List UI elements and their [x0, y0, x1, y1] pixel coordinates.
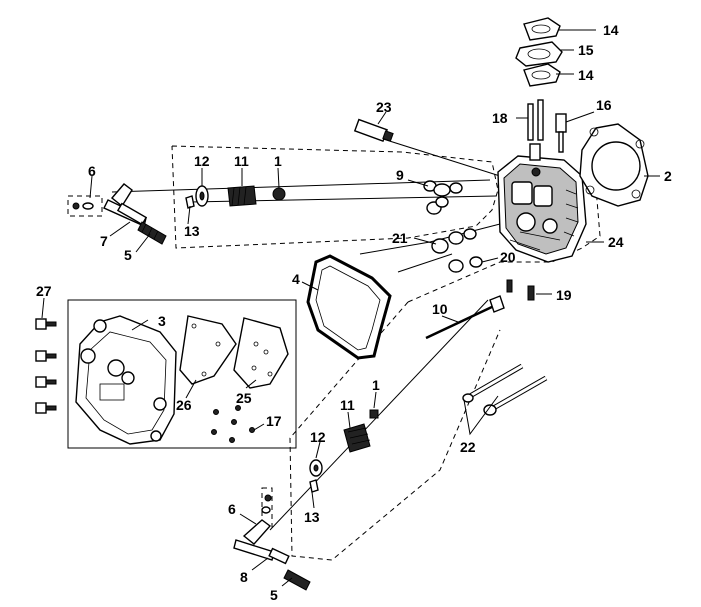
bottom-valve-train: [233, 409, 379, 591]
label-part-17: 17: [266, 413, 282, 429]
label-part-20: 20: [500, 249, 516, 265]
label-part-11-bottom: 11: [340, 397, 355, 413]
label-part-13-bottom: 13: [304, 509, 320, 525]
head-gasket: [579, 123, 649, 207]
label-part-15: 15: [578, 42, 594, 58]
leader-lines: [41, 29, 660, 587]
part-labels: 14 15 14 23 18 16 2 9 21 20 24 19 6 7 5 …: [36, 22, 672, 603]
label-part-27: 27: [36, 283, 52, 299]
label-part-22: 22: [460, 439, 476, 455]
label-part-12-top: 12: [194, 153, 210, 169]
label-part-5-top: 5: [124, 247, 132, 263]
small-valve-parts: [423, 180, 483, 273]
label-part-14-top: 14: [603, 22, 619, 38]
label-part-11-top: 11: [234, 153, 249, 169]
label-part-25: 25: [236, 390, 252, 406]
pushrods: [462, 363, 548, 416]
label-part-12-bottom: 12: [310, 429, 326, 445]
label-part-1-bottom: 1: [372, 377, 380, 393]
label-part-26: 26: [176, 397, 192, 413]
label-part-13-top: 13: [184, 223, 200, 239]
label-part-6-bottom: 6: [228, 501, 236, 517]
valve-cover-inset-box: [67, 299, 297, 449]
label-part-2: 2: [664, 168, 672, 184]
top-valve-train: [72, 183, 286, 245]
label-part-24: 24: [608, 234, 624, 250]
intake-gaskets: [515, 17, 563, 87]
label-part-16: 16: [596, 97, 612, 113]
spark-plug: [353, 118, 394, 143]
label-part-23: 23: [376, 99, 392, 115]
label-part-4: 4: [292, 271, 300, 287]
cover-bolts: [35, 318, 57, 414]
label-part-5-bottom: 5: [270, 587, 278, 603]
valve-cover-gasket: [306, 254, 392, 360]
label-part-6-top: 6: [88, 163, 96, 179]
label-part-3: 3: [158, 313, 166, 329]
studs: [527, 99, 567, 153]
label-part-1-top: 1: [274, 153, 282, 169]
cylinder-head: [497, 143, 587, 263]
exhaust-valve: [425, 295, 505, 340]
label-part-9: 9: [396, 167, 404, 183]
label-part-21: 21: [392, 230, 408, 246]
label-part-8: 8: [240, 569, 248, 585]
label-part-10: 10: [432, 301, 448, 317]
label-part-7: 7: [100, 233, 108, 249]
label-part-14-mid: 14: [578, 67, 594, 83]
label-part-19: 19: [556, 287, 572, 303]
label-part-18: 18: [492, 110, 508, 126]
dowel-pins: [506, 279, 535, 301]
